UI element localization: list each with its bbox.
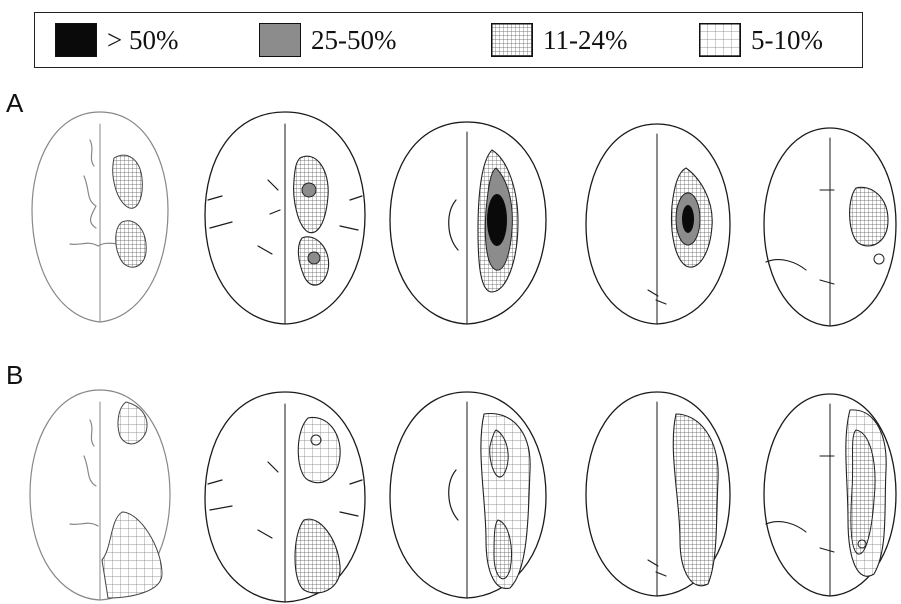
brain-slice-b4 — [585, 391, 731, 597]
legend-label: 25-50% — [311, 25, 397, 55]
legend-label: 11-24% — [543, 25, 628, 55]
legend-label: 5-10% — [751, 25, 823, 55]
legend-swatch-coarse-grid — [699, 23, 741, 57]
legend-swatch-fine-grid — [491, 23, 533, 57]
brain-slice-b1 — [29, 389, 171, 601]
brain-slice-a1 — [31, 111, 169, 323]
brain-slice-a4 — [585, 123, 731, 325]
brain-slice-a2 — [204, 111, 366, 325]
brain-slice-a5 — [763, 127, 897, 327]
brain-slice-b5 — [763, 393, 897, 597]
brain-slice-b2 — [204, 391, 366, 603]
legend-label: > 50% — [107, 25, 179, 55]
legend-swatch-black — [55, 23, 97, 57]
row-label-a: A — [6, 88, 24, 118]
brain-slice-b3 — [389, 391, 547, 599]
legend: > 50% 25-50% 11-24% 5-10% — [34, 12, 863, 68]
legend-swatch-gray — [259, 23, 301, 57]
row-label-b: B — [6, 360, 24, 390]
brain-slice-a3 — [389, 121, 547, 325]
